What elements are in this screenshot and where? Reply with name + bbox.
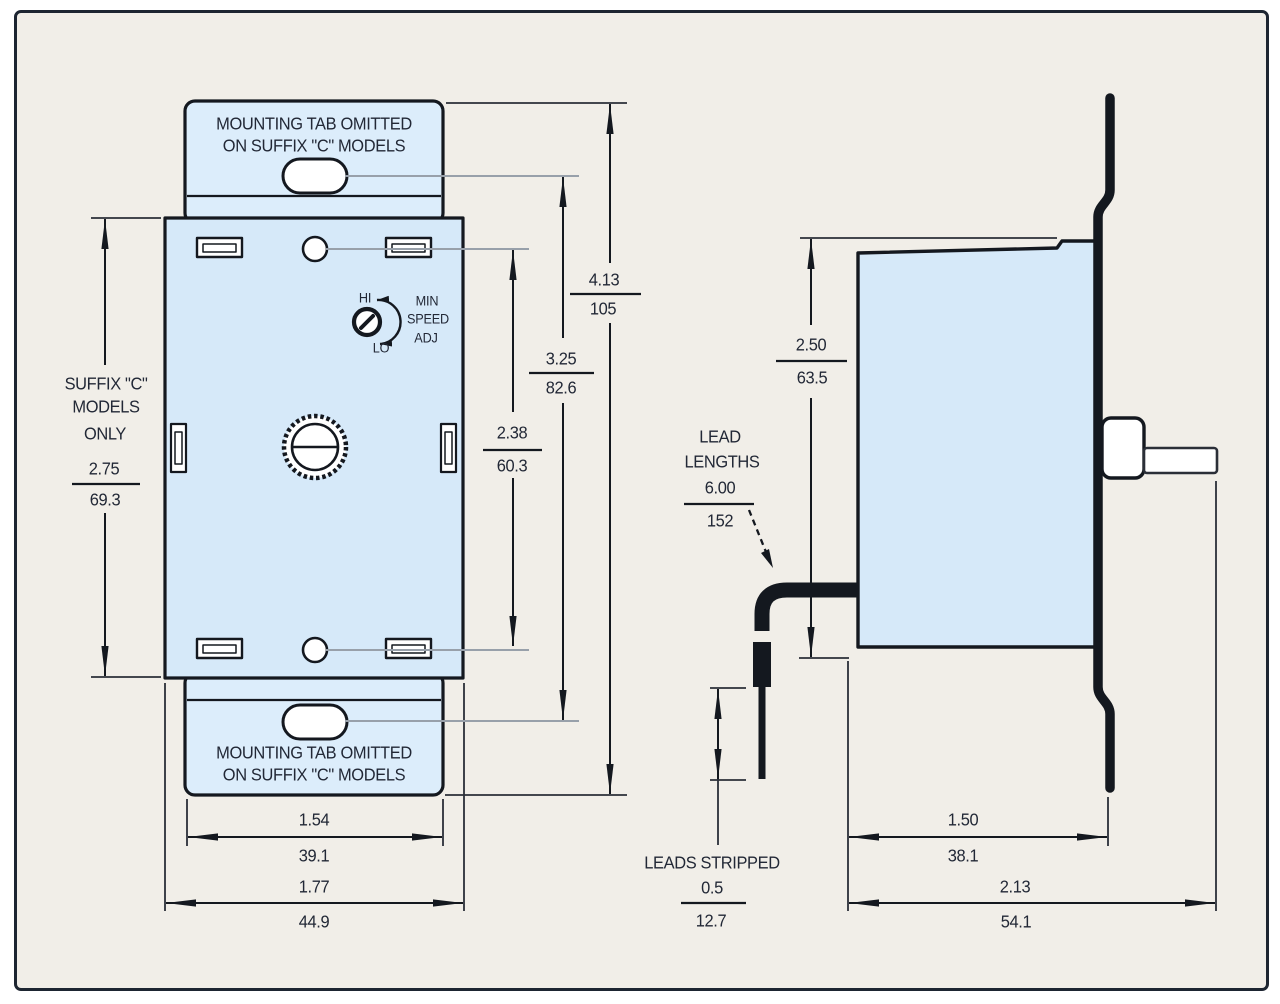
top-tab-note-line2: ON SUFFIX "C" MODELS	[222, 135, 406, 156]
fraction-bars	[72, 292, 847, 905]
side-view	[747, 93, 1219, 793]
dim-body-width-in: 1.77	[298, 876, 330, 897]
dimension-lines	[101, 104, 1215, 907]
lead-lengths-mm: 152	[706, 510, 734, 531]
knob-shaft-side	[1142, 446, 1219, 475]
min-speed-adj-line2: SPEED	[406, 311, 450, 327]
dim-body-depth-in: 1.50	[947, 809, 979, 830]
suffix-note-line1: SUFFIX "C"	[64, 373, 148, 394]
mounting-strap	[1093, 93, 1115, 793]
min-speed-adj-line1: MIN	[415, 293, 439, 309]
suffix-note-line3: ONLY	[83, 423, 127, 444]
dim-overall-height-in: 4.13	[588, 269, 620, 290]
dim-suffix-c-height-mm: 69.3	[89, 489, 121, 510]
lead-lengths-in: 6.00	[704, 477, 736, 498]
dim-body-depth-mm: 38.1	[947, 845, 979, 866]
leads-stripped-in: 0.5	[701, 877, 723, 898]
bottom-tab-note-line1: MOUNTING TAB OMITTED	[216, 742, 412, 763]
lead-lengths-line1: LEAD	[699, 426, 741, 447]
dim-slot-spacing-mm: 82.6	[545, 377, 577, 398]
bottom-tab-oval-slot	[281, 703, 349, 741]
dim-slot-spacing-in: 3.25	[545, 348, 577, 369]
lo-label: LO	[372, 340, 390, 356]
dim-tab-width-mm: 39.1	[298, 845, 330, 866]
hole-leader-lines	[326, 175, 579, 722]
bottom-tab-note-line2: ON SUFFIX "C" MODELS	[222, 764, 406, 785]
leads-stripped-label: LEADS STRIPPED	[644, 852, 780, 873]
lead-lengths-line2: LENGTHS	[684, 451, 760, 472]
suffix-note-line2: MODELS	[72, 396, 140, 417]
dim-hole-spacing-mm: 60.3	[496, 455, 528, 476]
top-tab-oval-slot	[281, 157, 349, 195]
dim-side-height-in: 2.50	[795, 334, 827, 355]
dim-body-width-mm: 44.9	[298, 911, 330, 932]
knob-base-side	[1100, 416, 1146, 480]
min-speed-adj-knob[interactable]	[351, 306, 383, 338]
dim-hole-spacing-in: 2.38	[496, 422, 528, 443]
dim-side-height-mm: 63.5	[796, 367, 828, 388]
min-speed-adj-line3: ADJ	[414, 330, 438, 346]
hi-lo-arc-arrow	[376, 295, 402, 347]
dim-overall-depth-in: 2.13	[999, 876, 1031, 897]
hi-label: HI	[358, 290, 372, 306]
dim-overall-depth-mm: 54.1	[1000, 911, 1032, 932]
leads-stripped-mm: 12.7	[695, 910, 727, 931]
side-body	[856, 239, 1098, 649]
dim-tab-width-in: 1.54	[298, 809, 330, 830]
lead-wire	[751, 582, 858, 779]
top-tab-note-line1: MOUNTING TAB OMITTED	[216, 113, 412, 134]
dim-overall-height-mm: 105	[589, 298, 617, 319]
bottom-screw-hole	[301, 636, 329, 664]
lead-length-leader	[747, 509, 773, 568]
main-knob[interactable]	[281, 413, 349, 481]
top-screw-hole	[301, 235, 329, 263]
front-view	[163, 99, 465, 797]
dim-suffix-c-height-in: 2.75	[88, 458, 120, 479]
